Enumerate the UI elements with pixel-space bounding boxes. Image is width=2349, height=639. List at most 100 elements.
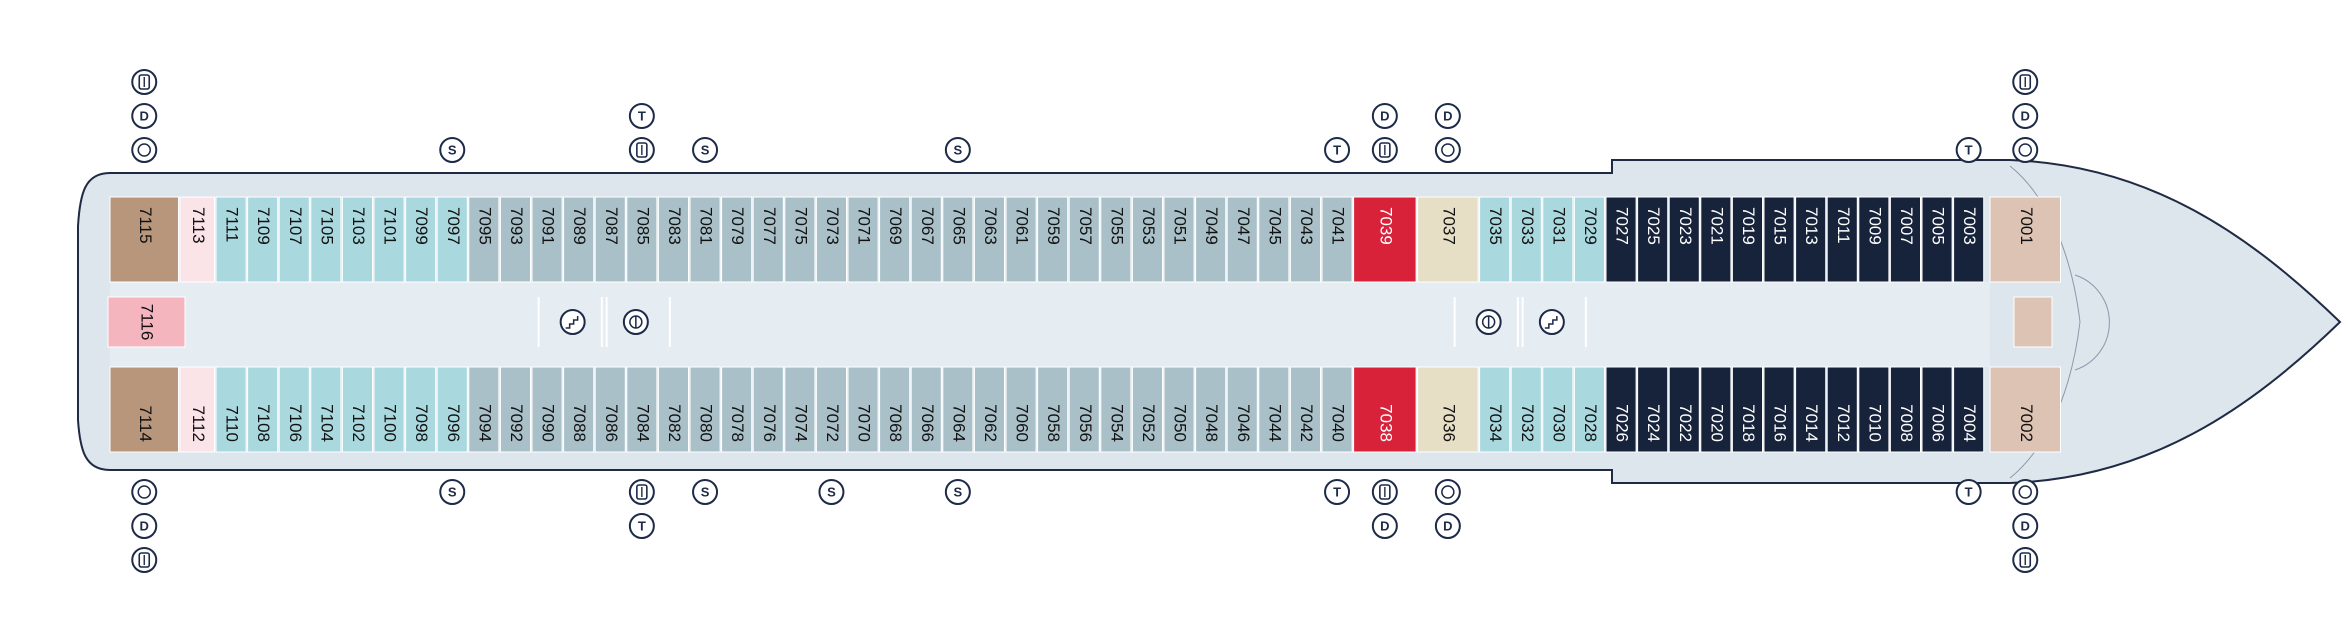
cabin-7047[interactable]: 7047: [1226, 196, 1258, 283]
cabin-7021[interactable]: 7021: [1700, 196, 1732, 283]
cabin-7030[interactable]: 7030: [1542, 366, 1574, 453]
cabin-7036[interactable]: 7036: [1417, 366, 1479, 453]
cabin-7066[interactable]: 7066: [910, 366, 942, 453]
cabin-7096[interactable]: 7096: [436, 366, 468, 453]
cabin-7043[interactable]: 7043: [1289, 196, 1322, 283]
cabin-7059[interactable]: 7059: [1037, 196, 1069, 283]
cabin-7052[interactable]: 7052: [1131, 366, 1164, 453]
cabin-7080[interactable]: 7080: [689, 366, 721, 453]
cabin-7100[interactable]: 7100: [373, 366, 405, 453]
cabin-7078[interactable]: 7078: [721, 366, 753, 453]
cabin-7111[interactable]: 7111: [215, 196, 247, 283]
cabin-7006[interactable]: 7006: [1921, 366, 1953, 453]
cabin-7075[interactable]: 7075: [784, 196, 816, 283]
cabin-7060[interactable]: 7060: [1005, 366, 1037, 453]
cabin-7019[interactable]: 7019: [1731, 196, 1764, 283]
cabin-7116[interactable]: 7116: [107, 296, 186, 348]
cabin-7048[interactable]: 7048: [1195, 366, 1227, 453]
cabin-7067[interactable]: 7067: [910, 196, 942, 283]
cabin-7099[interactable]: 7099: [405, 196, 437, 283]
cabin-7103[interactable]: 7103: [341, 196, 373, 283]
cabin-7107[interactable]: 7107: [278, 196, 310, 283]
cabin-7063[interactable]: 7063: [973, 196, 1006, 283]
cabin-7024[interactable]: 7024: [1637, 366, 1669, 453]
cabin-7065[interactable]: 7065: [942, 196, 974, 283]
cabin-7051[interactable]: 7051: [1163, 196, 1195, 283]
cabin-7087[interactable]: 7087: [594, 196, 626, 283]
cabin-7076[interactable]: 7076: [752, 366, 784, 453]
cabin-7023[interactable]: 7023: [1668, 196, 1700, 283]
cabin-7097[interactable]: 7097: [436, 196, 468, 283]
cabin-7041[interactable]: 7041: [1321, 196, 1353, 283]
cabin-7049[interactable]: 7049: [1195, 196, 1227, 283]
cabin-7085[interactable]: 7085: [626, 196, 658, 283]
cabin-7012[interactable]: 7012: [1826, 366, 1858, 453]
cabin-7077[interactable]: 7077: [752, 196, 784, 283]
cabin-7061[interactable]: 7061: [1005, 196, 1037, 283]
cabin-7015[interactable]: 7015: [1763, 196, 1795, 283]
cabin-7105[interactable]: 7105: [310, 196, 342, 283]
cabin-7086[interactable]: 7086: [594, 366, 626, 453]
cabin-7039[interactable]: 7039: [1353, 196, 1417, 283]
cabin-7050[interactable]: 7050: [1163, 366, 1195, 453]
cabin-7079[interactable]: 7079: [721, 196, 753, 283]
cabin-7094[interactable]: 7094: [468, 366, 500, 453]
cabin-7114[interactable]: 7114: [109, 366, 179, 453]
cabin-7057[interactable]: 7057: [1068, 196, 1100, 283]
cabin-7035[interactable]: 7035: [1479, 196, 1511, 283]
cabin-7055[interactable]: 7055: [1100, 196, 1132, 283]
cabin-7016[interactable]: 7016: [1763, 366, 1795, 453]
cabin-7070[interactable]: 7070: [847, 366, 879, 453]
cabin-7082[interactable]: 7082: [657, 366, 690, 453]
cabin-7089[interactable]: 7089: [563, 196, 595, 283]
cabin-7092[interactable]: 7092: [499, 366, 531, 453]
cabin-7032[interactable]: 7032: [1510, 366, 1542, 453]
cabin-7027[interactable]: 7027: [1605, 196, 1637, 283]
cabin-7025[interactable]: 7025: [1637, 196, 1669, 283]
cabin-7074[interactable]: 7074: [784, 366, 816, 453]
cabin-7005[interactable]: 7005: [1921, 196, 1953, 283]
cabin-7010[interactable]: 7010: [1858, 366, 1890, 453]
cabin-7062[interactable]: 7062: [973, 366, 1006, 453]
cabin-7046[interactable]: 7046: [1226, 366, 1258, 453]
cabin-7093[interactable]: 7093: [499, 196, 531, 283]
cabin-7031[interactable]: 7031: [1542, 196, 1574, 283]
cabin-7109[interactable]: 7109: [247, 196, 279, 283]
cabin-7064[interactable]: 7064: [942, 366, 974, 453]
cabin-7058[interactable]: 7058: [1037, 366, 1069, 453]
cabin-7004[interactable]: 7004: [1953, 366, 1985, 453]
cabin-7081[interactable]: 7081: [689, 196, 721, 283]
cabin-7014[interactable]: 7014: [1795, 366, 1827, 453]
cabin-7104[interactable]: 7104: [310, 366, 342, 453]
cabin-7101[interactable]: 7101: [373, 196, 405, 283]
cabin-7106[interactable]: 7106: [278, 366, 310, 453]
cabin-7056[interactable]: 7056: [1068, 366, 1100, 453]
cabin-7026[interactable]: 7026: [1605, 366, 1637, 453]
cabin-7090[interactable]: 7090: [531, 366, 563, 453]
cabin-7095[interactable]: 7095: [468, 196, 500, 283]
cabin-7083[interactable]: 7083: [657, 196, 690, 283]
cabin-7071[interactable]: 7071: [847, 196, 879, 283]
cabin-7072[interactable]: 7072: [815, 366, 848, 453]
cabin-7088[interactable]: 7088: [563, 366, 595, 453]
cabin-7034[interactable]: 7034: [1479, 366, 1511, 453]
cabin-7108[interactable]: 7108: [247, 366, 279, 453]
cabin-7011[interactable]: 7011: [1826, 196, 1858, 283]
cabin-7033[interactable]: 7033: [1510, 196, 1542, 283]
cabin-7068[interactable]: 7068: [879, 366, 911, 453]
cabin-7037[interactable]: 7037: [1417, 196, 1479, 283]
cabin-7013[interactable]: 7013: [1795, 196, 1827, 283]
cabin-7091[interactable]: 7091: [531, 196, 563, 283]
cabin-7113[interactable]: 7113: [179, 196, 215, 283]
cabin-7115[interactable]: 7115: [109, 196, 179, 283]
cabin-7020[interactable]: 7020: [1700, 366, 1732, 453]
cabin-7053[interactable]: 7053: [1131, 196, 1164, 283]
cabin-7102[interactable]: 7102: [341, 366, 373, 453]
cabin-7084[interactable]: 7084: [626, 366, 658, 453]
cabin-7054[interactable]: 7054: [1100, 366, 1132, 453]
cabin-7040[interactable]: 7040: [1321, 366, 1353, 453]
cabin-7003[interactable]: 7003: [1953, 196, 1985, 283]
cabin-7038[interactable]: 7038: [1353, 366, 1417, 453]
cabin-7045[interactable]: 7045: [1258, 196, 1290, 283]
cabin-7022[interactable]: 7022: [1668, 366, 1700, 453]
